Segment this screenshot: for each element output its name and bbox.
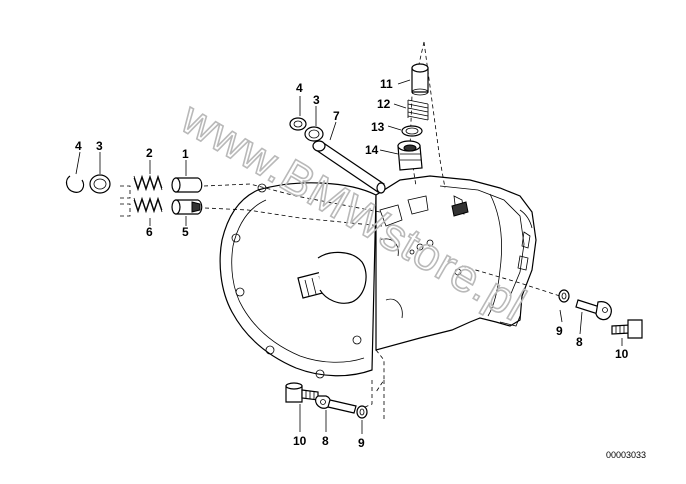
callout-14: 14 [365, 143, 379, 157]
callout-6: 6 [146, 225, 153, 239]
detent-1 [171, 177, 203, 193]
callout-4-top: 4 [296, 81, 303, 95]
bolt-8-bottom [314, 395, 357, 414]
washer-9-bottom [356, 405, 368, 419]
shift-pin-7 [312, 140, 386, 194]
callout-5: 5 [182, 225, 189, 239]
callout-10-right: 10 [615, 347, 629, 361]
circlip-4-left [65, 175, 85, 193]
callout-1: 1 [182, 147, 189, 161]
callout-numbers: 4 3 7 11 12 13 14 4 3 2 1 6 5 9 8 10 10 … [75, 77, 629, 450]
cap-11 [411, 63, 429, 96]
callout-10-bottom: 10 [293, 434, 307, 448]
ring-3-left [89, 174, 111, 194]
sealing-ring-13 [401, 125, 423, 137]
seal-ring-3-top [304, 126, 324, 142]
spring-12 [407, 99, 429, 121]
callout-12: 12 [377, 97, 391, 111]
callout-2: 2 [146, 146, 153, 160]
callout-4-left: 4 [75, 139, 82, 153]
washer-9-right [558, 289, 570, 303]
drawing-code: 00003033 [606, 450, 646, 460]
callout-8-right: 8 [576, 335, 583, 349]
transmission-housing [219, 175, 537, 393]
spring-2 [133, 174, 163, 192]
bolt-8-right [575, 299, 612, 321]
callout-3-top: 3 [313, 93, 320, 107]
callout-9-bottom: 9 [358, 436, 365, 450]
callout-9-right: 9 [556, 324, 563, 338]
callout-11: 11 [380, 77, 393, 91]
bolt-10-right [611, 319, 643, 339]
callout-13: 13 [371, 120, 385, 134]
circlip-4-top [289, 117, 307, 131]
detent-5 [171, 199, 203, 215]
screw-plug-14 [397, 140, 423, 171]
callout-8-bottom: 8 [322, 434, 329, 448]
spring-6 [133, 196, 163, 214]
callout-leaders [75, 79, 623, 434]
callout-3-left: 3 [96, 139, 103, 153]
callout-7: 7 [333, 109, 340, 123]
bolt-10-bottom [285, 382, 319, 403]
